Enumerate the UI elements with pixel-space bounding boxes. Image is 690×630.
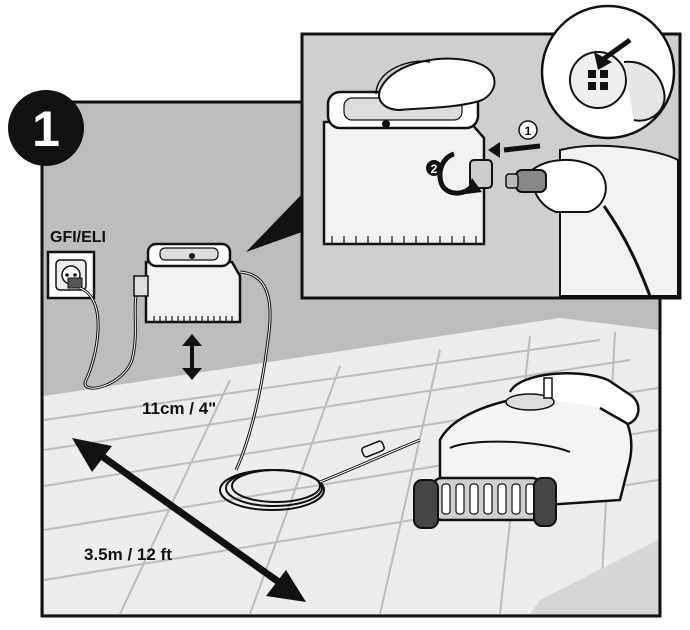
cable-connector-icon: [505, 169, 547, 193]
distance-label: 3.5m / 12 ft: [84, 545, 172, 564]
height-arrow: [182, 334, 202, 380]
step-badge: 1: [8, 90, 84, 166]
height-label: 11cm / 4": [142, 399, 216, 418]
callout-1: 1: [525, 124, 532, 138]
callout-pointer: [246, 194, 302, 252]
power-supply-icon: [133, 242, 242, 324]
step-number: 1: [32, 101, 60, 157]
outlet-label: GFI/ELI: [50, 229, 106, 246]
swivel-connector: [361, 440, 385, 458]
hand-right: [530, 158, 607, 213]
connector-detail: [540, 4, 676, 140]
insert-arrow-icon: [488, 142, 541, 158]
rotate-arrow-icon: [437, 151, 474, 196]
cable-coil: [219, 469, 325, 511]
inset-panel: 2 1: [300, 4, 682, 300]
pool-robot-icon: [413, 372, 640, 529]
callout-2: 2: [431, 162, 438, 176]
hand-left: [378, 57, 496, 112]
distance-arrow: [72, 438, 306, 602]
